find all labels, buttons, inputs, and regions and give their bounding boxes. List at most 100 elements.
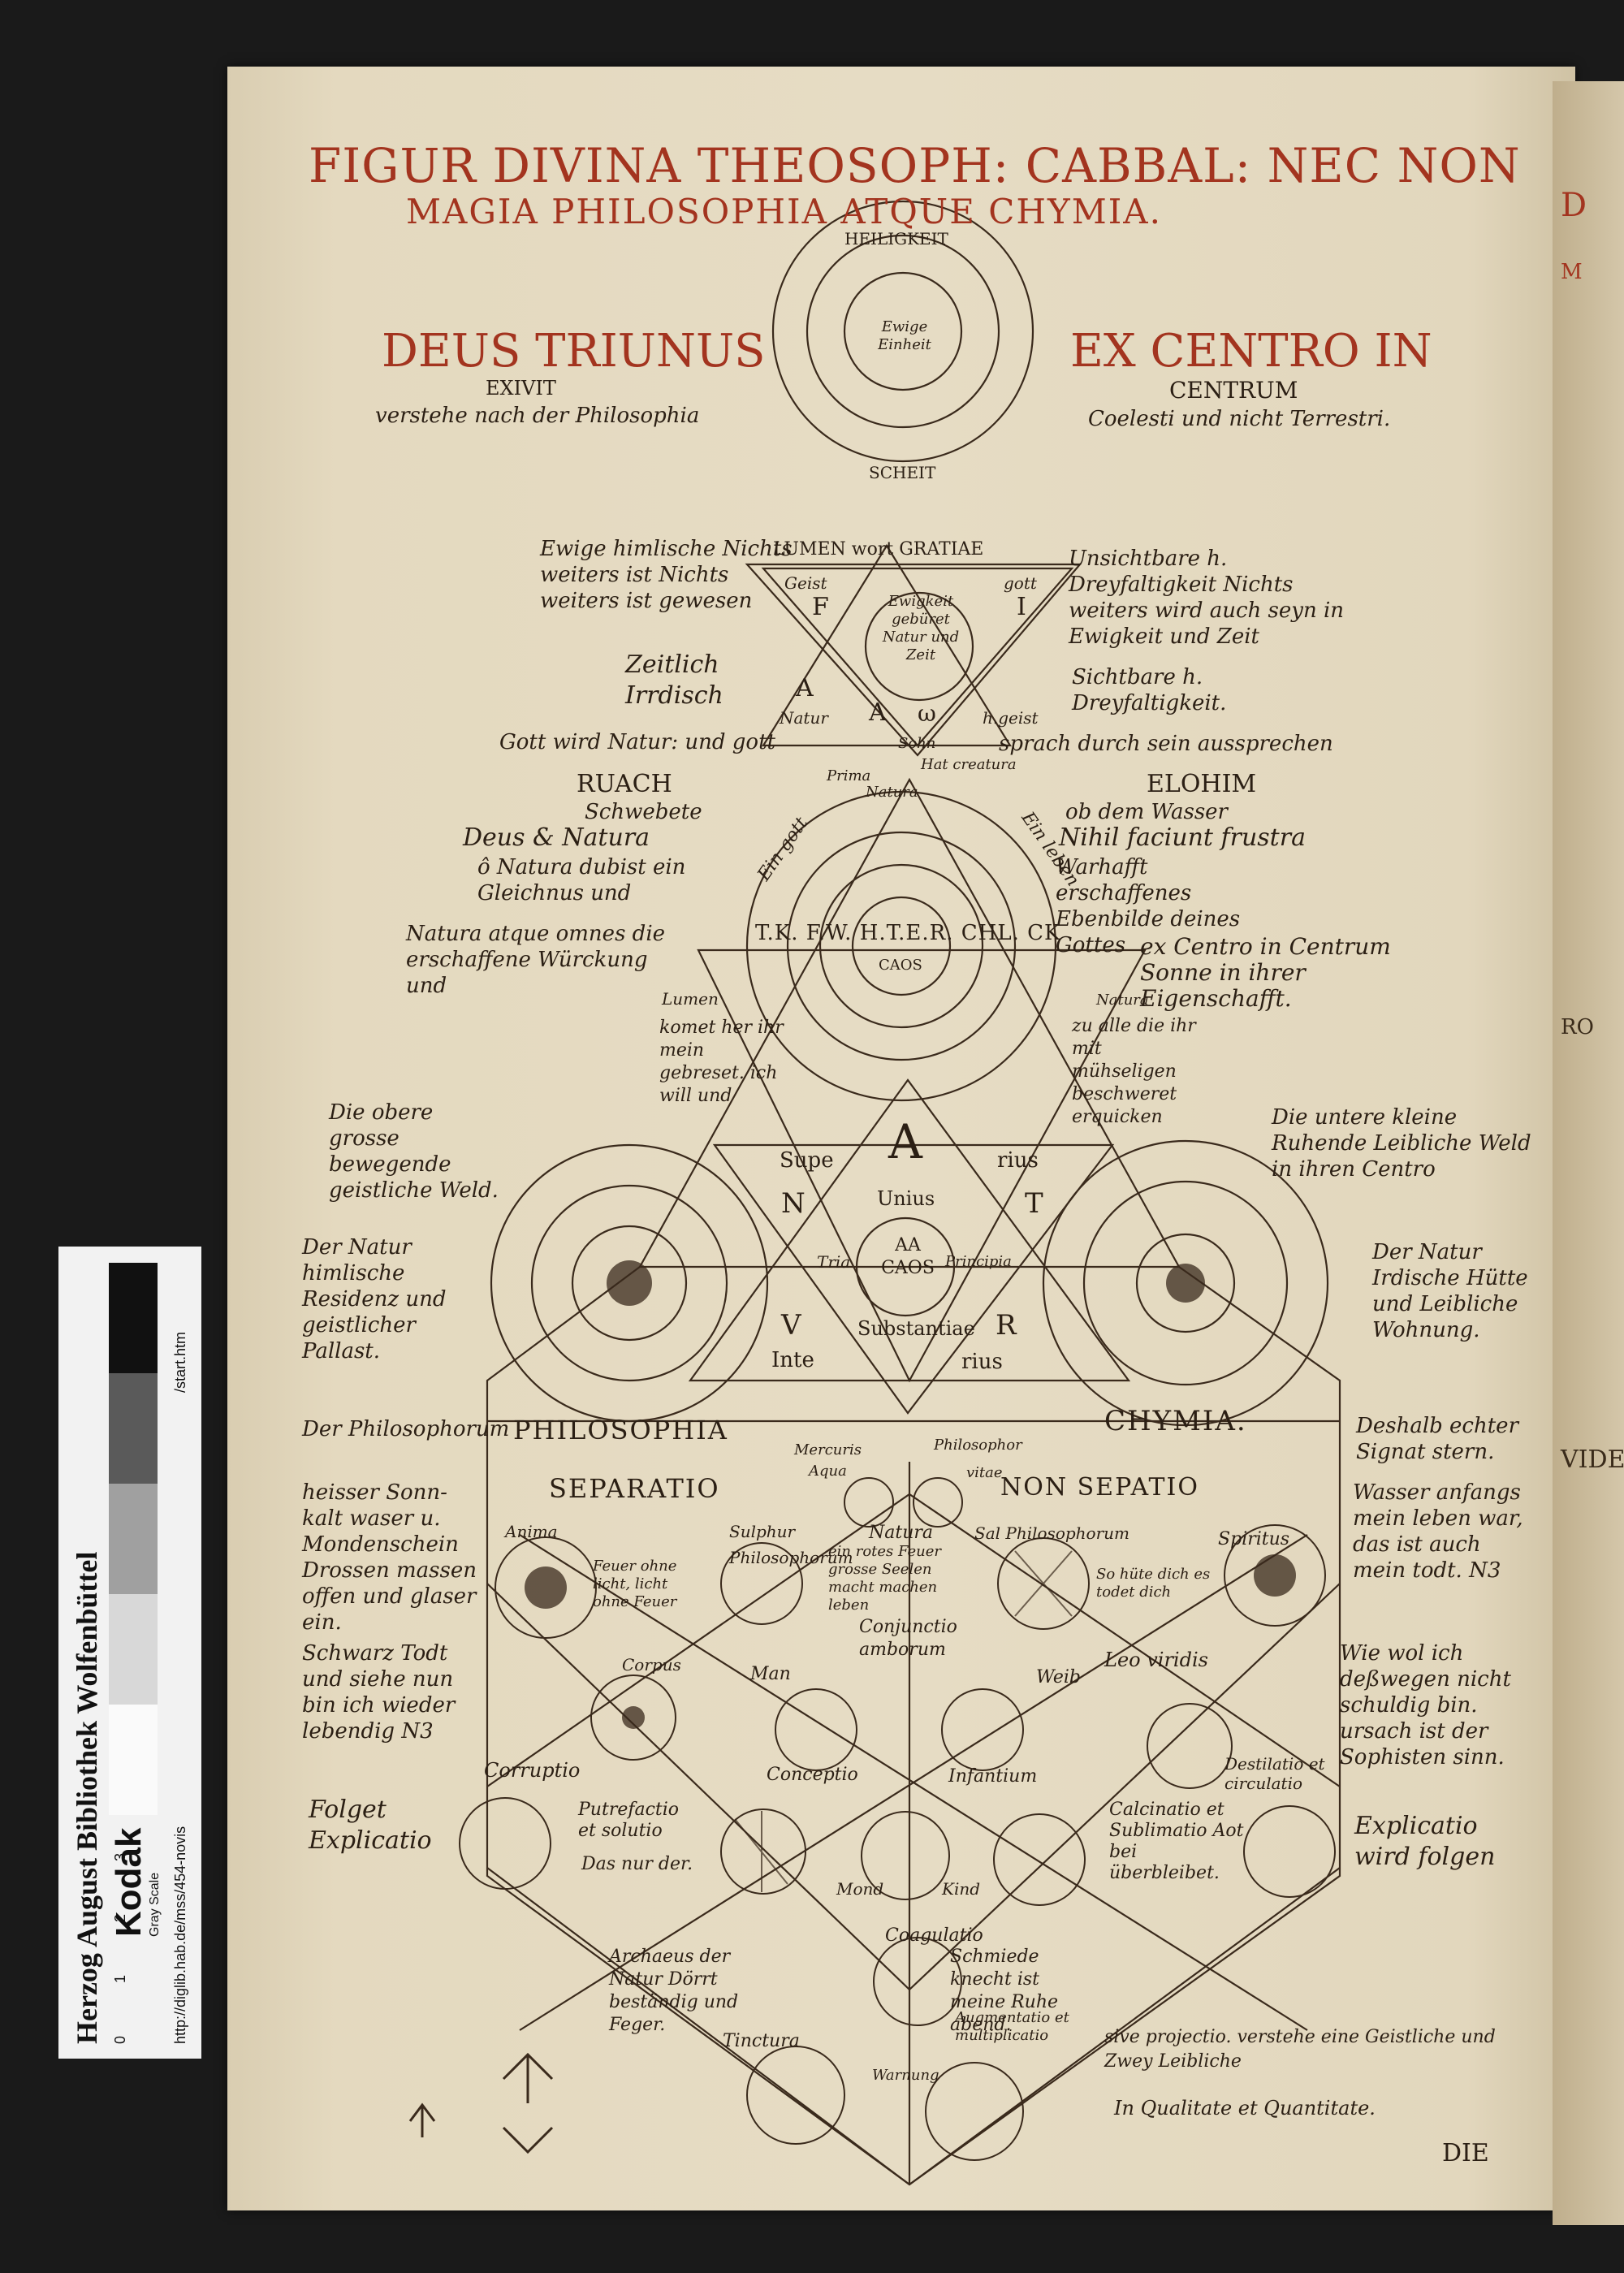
rius2: rius	[961, 1350, 1003, 1374]
kodak-logo: Kodak	[109, 1827, 149, 1937]
ex-centro-in: EX CENTRO IN	[1070, 325, 1432, 378]
circle-top-label: HEILIGKEIT	[844, 229, 948, 248]
weib: Weib	[1036, 1667, 1081, 1687]
inte: Inte	[771, 1348, 814, 1372]
right-circle	[1042, 1139, 1329, 1427]
lumen-gratiae: LUMEN wort GRATIAE	[773, 539, 984, 560]
sohn: Sohn	[898, 735, 936, 752]
schwarz-todt: Schwarz Todt und siehe nun bin ich wiede…	[302, 1641, 456, 1744]
letter-R: R	[996, 1309, 1017, 1342]
note-ewige: Ewige himlische Nichts weiters ist Nicht…	[540, 537, 793, 613]
sive-projectio: sive projectio. verstehe eine Geistliche…	[1104, 2027, 1496, 2072]
circle-center-label: Ewige Einheit	[878, 318, 931, 353]
natura-atque: Natura atque omnes die erschaffene Würck…	[406, 922, 666, 998]
unius: Unius	[877, 1187, 935, 1210]
heisser-sonn: heisser Sonn-kalt waser u. Mondenschein …	[302, 1480, 477, 1635]
catchword-die: DIE	[1442, 2139, 1489, 2167]
deus-natura: Deus & Natura	[463, 823, 650, 852]
ruach: RUACH	[577, 770, 672, 798]
corruptio: Corruptio	[484, 1759, 581, 1782]
note-zeitlich: Zeitlich Irrdisch	[625, 650, 723, 710]
o-natura: ô Natura dubist ein Gleichnus und	[477, 855, 686, 905]
note-gott-wird: Gott wird Natur: und gott	[499, 730, 775, 754]
conceptio: Conceptio	[767, 1765, 858, 1785]
rotes-feuer: ein rotes Feuer grosse Seelen macht mach…	[828, 1543, 942, 1614]
supe: Supe	[780, 1148, 834, 1173]
schmiede-knecht: Schmiede knecht ist meine Ruhe abend.	[950, 1947, 1059, 2035]
alpha-center: A	[869, 698, 887, 727]
anima: Anima	[505, 1522, 558, 1541]
putrefactio: Putrefactio et solutio	[578, 1800, 680, 1841]
conjunctio: Conjunctio amborum	[859, 1617, 957, 1660]
verstehe-philosophia: verstehe nach der Philosophia	[375, 404, 700, 428]
prima: Prima	[827, 767, 871, 784]
gott-label: gott	[1004, 573, 1037, 593]
note-sichtbare: Sichtbare h. Dreyfaltigkeit.	[1072, 665, 1227, 715]
warhafft: Warhafft erschaffenes Ebenbilde deines G…	[1056, 855, 1241, 957]
manuscript-page	[227, 67, 1575, 2210]
start-link: /start.htm	[172, 1331, 188, 1393]
spiritus: Spiritus	[1218, 1529, 1290, 1549]
der-philosophorum: Der Philosophorum	[302, 1417, 510, 1441]
so-hute: So hüte dich es todet dich	[1096, 1566, 1211, 1601]
der-natur-himl: Der Natur himlische Residenz und geistli…	[302, 1235, 447, 1363]
die-untere: Die untere kleine Ruhende Leibliche Weld…	[1272, 1105, 1531, 1182]
tinctura: Tinctura	[723, 2031, 800, 2051]
letter-A: A	[796, 674, 814, 702]
gray-patches	[109, 1263, 158, 1815]
manuscript-url: http://diglib.hab.de/mss/454-novis	[172, 1826, 188, 2044]
letter-N: N	[781, 1187, 806, 1220]
library-name: Herzog August Bibliothek Wolfenbüttel	[71, 1551, 103, 2044]
komet-her: komet her ihr mein gebreset. ich will un…	[659, 1018, 784, 1106]
principia: Principia	[945, 1253, 1012, 1270]
note-unsichtbare: Unsichtbare h. Dreyfaltigkeit Nichts wei…	[1069, 547, 1345, 649]
geist-label: Geist	[784, 573, 827, 593]
big-A: A	[888, 1114, 922, 1169]
omega-center: ω	[918, 700, 936, 727]
upper-triangle-down	[761, 567, 1074, 747]
mercuris: Mercuris	[794, 1441, 862, 1458]
infantium: Infantium	[948, 1766, 1038, 1787]
coelesti: Coelesti und nicht Terrestri.	[1088, 407, 1391, 431]
augmentatio: Augmentatio et multiplicatio	[955, 2009, 1069, 2044]
symbol-icon	[408, 2102, 436, 2137]
in-qualitate: In Qualitate et Quantitate.	[1114, 2097, 1376, 2120]
centrum: CENTRUM	[1169, 377, 1298, 404]
rius: rius	[997, 1148, 1039, 1173]
das-nur-der: Das nur der.	[581, 1854, 693, 1874]
destilatio: Destilatio et circulatio	[1224, 1754, 1325, 1793]
archaeus: Archaeus der Natur Dörrt beständig und F…	[609, 1947, 739, 2035]
kind: Kind	[942, 1879, 981, 1899]
letter-F: F	[812, 593, 829, 621]
gray-scale-label: Gray Scale	[148, 1872, 162, 1937]
calcinatio: Calcinatio et Sublimatio Aot bei überble…	[1109, 1800, 1244, 1883]
schwebete: Schwebete	[585, 800, 702, 824]
warnung: Warnung	[872, 2067, 939, 2084]
leo-viridis: Leo viridis	[1104, 1649, 1208, 1671]
die-obere: Die obere grosse bewegende geistliche We…	[329, 1100, 499, 1203]
middle-inverted-triangle	[697, 949, 1147, 1383]
aa-caos: AA CAOS	[881, 1235, 935, 1278]
tria: Tria	[817, 1252, 851, 1272]
top-circle-outer	[771, 200, 1034, 463]
ex-centro-sonne: ex Centro in Centrum Sonne in ihrer Eige…	[1140, 933, 1391, 1012]
wasser-anfangs: Wasser anfangs mein leben war, das ist a…	[1353, 1480, 1523, 1583]
hgeist-label: h.geist	[983, 708, 1039, 728]
right-page-m: M	[1561, 260, 1583, 284]
library-color-strip: Herzog August Bibliothek Wolfenbüttel 0 …	[58, 1247, 201, 2059]
hat-creatura: Hat creatura	[921, 756, 1017, 773]
exivit: EXIVIT	[486, 377, 556, 400]
page-title-line1: FIGUR DIVINA THEOSOPH: CABBAL: NEC NON	[309, 138, 1521, 193]
non-sepatio: NON SEPATIO	[1000, 1473, 1199, 1502]
sprach: sprach durch sein aussprechen	[999, 732, 1333, 756]
chymia: CHYMIA.	[1104, 1405, 1247, 1437]
sulphur: Sulphur Philosophorum	[729, 1522, 853, 1567]
zu-allen: zu alle die ihr mit mühseligen beschwere…	[1072, 1016, 1196, 1127]
wie-wol: Wie wol ich deßwegen nicht schuldig bin.…	[1340, 1641, 1511, 1770]
elohim: ELOHIM	[1147, 770, 1257, 798]
circle-bottom-label: SCHEIT	[869, 463, 936, 482]
natura-mid: Natura	[866, 784, 918, 801]
tk-row: T.K. F.W. H.T.E.R. CHL. CK	[755, 921, 1061, 945]
vitae: vitae	[966, 1464, 1003, 1481]
